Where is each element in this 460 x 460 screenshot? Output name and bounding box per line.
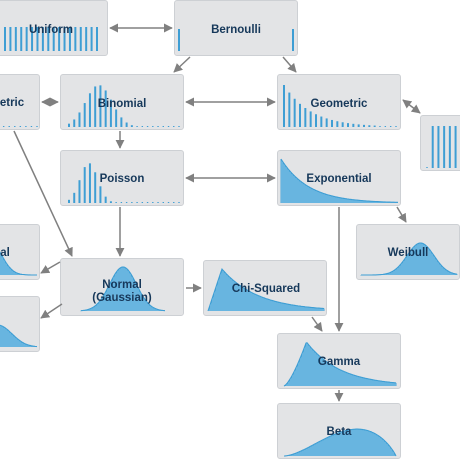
uniform-node: Uniform — [0, 0, 108, 56]
beta-label: Beta — [326, 426, 352, 438]
hypergeometric-pmf-plot — [2, 126, 38, 127]
gamma-node: Gamma — [277, 333, 401, 389]
arrow-bernoulli-binomial — [173, 56, 191, 73]
normal-label-line2: (Gaussian) — [92, 292, 152, 304]
binomial-node: Binomial — [60, 74, 184, 130]
lognormal-node: al — [0, 224, 40, 280]
negative-binomial-pmf-plot — [426, 126, 457, 168]
uniform-label: Uniform — [28, 24, 74, 36]
lognormal-label: al — [0, 247, 10, 259]
bernoulli-label: Bernoulli — [211, 24, 261, 36]
geometric-label: Geometric — [310, 98, 368, 110]
geometric-node: Geometric — [277, 74, 401, 130]
weibull-pdf-plot — [360, 242, 458, 276]
beta-pdf-plot — [284, 428, 397, 457]
poisson-label: Poisson — [99, 173, 145, 185]
arrow-normal-lognormal — [40, 261, 61, 274]
gamma-pdf-plot — [283, 342, 397, 387]
bernoulli-node: Bernoulli — [174, 0, 298, 56]
exponential-pdf-plot — [280, 158, 398, 203]
student-t-node: t — [0, 296, 40, 352]
arrow-geometric-negative-binomial — [402, 99, 421, 114]
chi-squared-label: Chi-Squared — [231, 283, 301, 295]
normal-label-line1: Normal — [102, 279, 142, 291]
negative-binomial-node — [420, 115, 460, 171]
poisson-pmf-plot — [68, 163, 180, 203]
bernoulli-pmf-plot — [178, 29, 294, 51]
uniform-pmf-plot — [4, 27, 98, 51]
chi-squared-pdf-plot — [207, 268, 325, 312]
exponential-label: Exponential — [306, 173, 372, 185]
arrow-normal-student-t — [40, 303, 63, 319]
beta-node: Beta — [277, 403, 401, 459]
student-t-label: t — [0, 319, 39, 331]
lognormal-pdf-plot — [0, 251, 37, 276]
normal-pdf-plot — [80, 266, 166, 312]
exponential-node: Exponential — [277, 150, 401, 206]
normal-node: Normal (Gaussian) — [60, 258, 184, 316]
gamma-label: Gamma — [317, 356, 361, 368]
geometric-pmf-plot — [283, 85, 397, 127]
binomial-pmf-plot — [68, 85, 180, 127]
arrow-chi-squared-gamma — [311, 316, 323, 332]
arrow-bernoulli-geometric — [282, 56, 297, 73]
chi-squared-node: Chi-Squared — [203, 260, 327, 316]
hypergeometric-node: etric — [0, 74, 40, 130]
hypergeometric-label: etric — [0, 97, 25, 109]
weibull-node: Weibull — [356, 224, 460, 280]
weibull-label: Weibull — [387, 247, 429, 259]
poisson-node: Poisson — [60, 150, 184, 206]
arrow-exponential-weibull — [396, 206, 407, 223]
student-t-pdf-plot — [0, 324, 38, 348]
binomial-label: Binomial — [97, 98, 147, 110]
